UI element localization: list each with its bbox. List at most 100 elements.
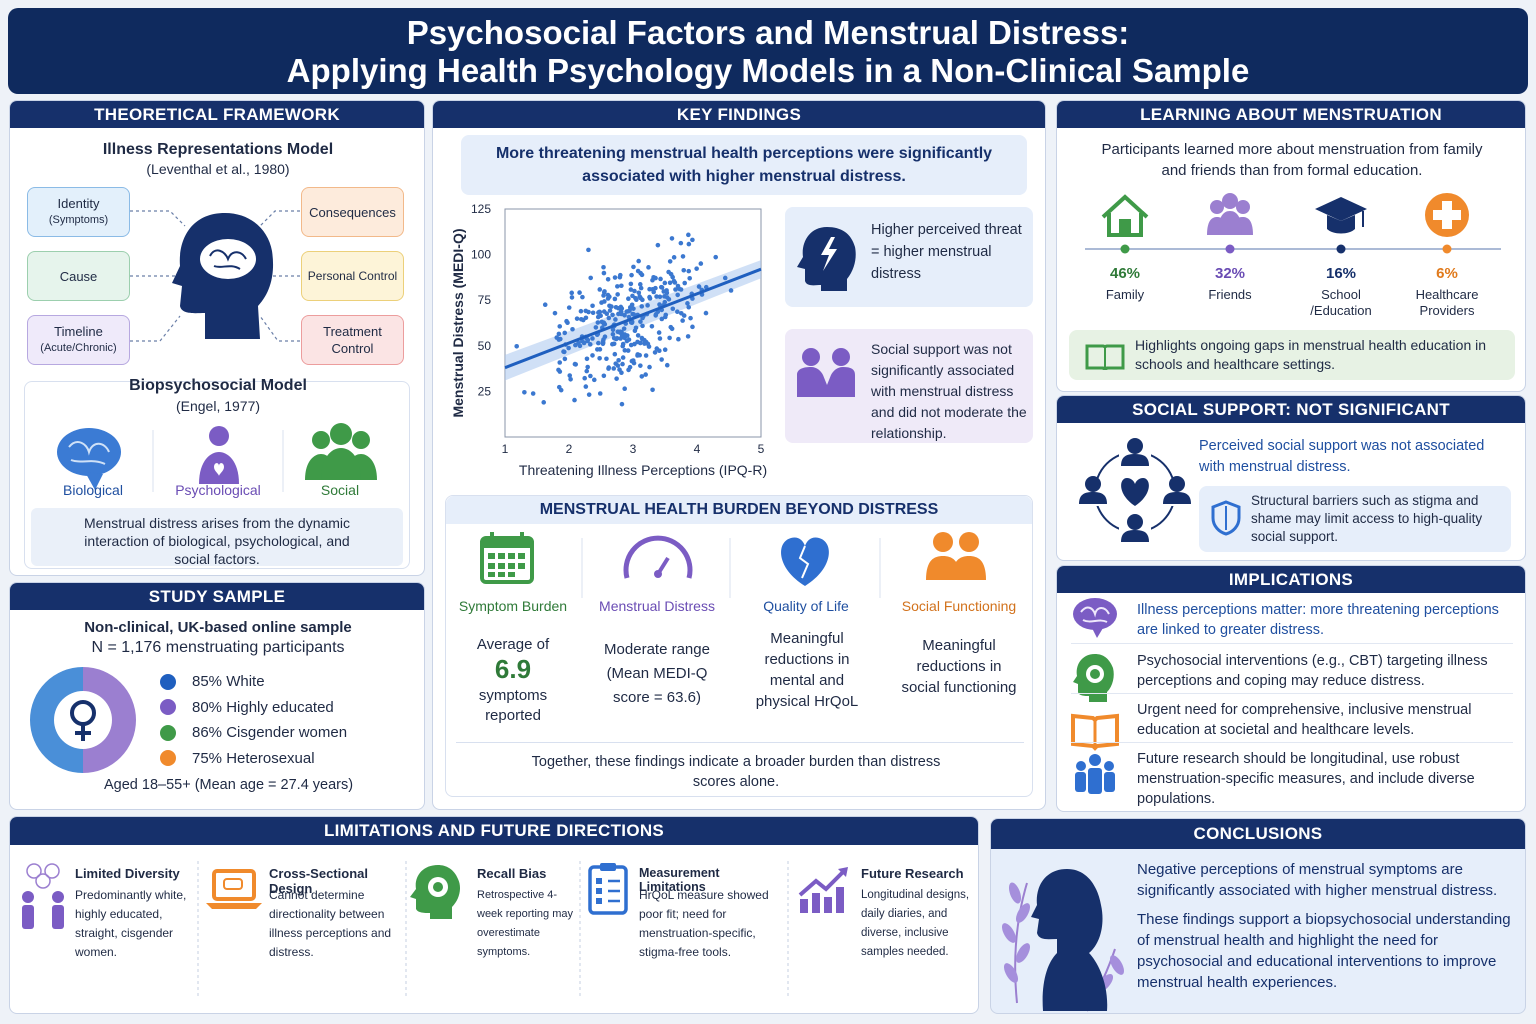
scatter-point (621, 326, 627, 331)
scatter-point (657, 336, 663, 341)
burden-symptom-value: 6.9 (494, 654, 532, 684)
learning-note: Highlights ongoing gaps in menstrual hea… (1069, 330, 1515, 380)
finding-card-threat: Higher perceived threat = higher menstru… (785, 207, 1033, 307)
scatter-point (629, 272, 634, 278)
scatter-point (591, 377, 597, 383)
implications-panel: IMPLICATIONS Illness perceptions matter:… (1056, 565, 1526, 812)
head-brain-icon (410, 865, 460, 919)
sample-line1: Non-clinical, UK-based online sample (84, 619, 352, 636)
scatter-point (647, 364, 652, 370)
scatter-point (685, 301, 690, 306)
scatter-point (664, 362, 670, 368)
scatter-point (673, 287, 678, 292)
scatter-point (662, 299, 668, 305)
scatter-point (618, 304, 624, 310)
scatter-point (614, 376, 619, 381)
scatter-point (646, 344, 652, 349)
support-text: Perceived social support was not associa… (1199, 438, 1485, 475)
sample-panel: STUDY SAMPLE Non-clinical, UK-based onli… (9, 582, 425, 810)
y-tick-label: 25 (478, 384, 492, 398)
scatter-point (572, 361, 578, 367)
scatter-point (658, 276, 663, 282)
scatter-point (628, 287, 634, 292)
scatter-point (582, 375, 587, 381)
title-line1: Psychosocial Factors and Menstrual Distr… (406, 14, 1130, 51)
scatter-point (566, 305, 572, 310)
scatter-point (573, 342, 578, 348)
scatter-point (562, 356, 568, 362)
implication-1: Illness perceptions matter: more threate… (1137, 602, 1499, 638)
scatter-point (623, 333, 628, 339)
scatter-point (680, 254, 686, 259)
irm-connectors (130, 210, 300, 342)
limitation-diversity-title: Limited Diversity (75, 866, 180, 881)
irm-cause: Cause (27, 251, 130, 301)
scatter-point (615, 284, 620, 289)
scatter-point (572, 397, 577, 403)
scatter-point (690, 237, 695, 243)
scatter-point (728, 288, 734, 293)
scatter-point (651, 289, 656, 295)
learning-panel: LEARNING ABOUT MENSTRUATION Participants… (1056, 100, 1526, 392)
scatter-point (667, 280, 673, 286)
legend-item: 86% Cisgender women (160, 720, 420, 746)
woman-profile-icon (1002, 869, 1124, 1012)
bps-box: Biopsychosocial Model (Engel, 1977) Biol… (24, 377, 410, 569)
scatter-point (632, 341, 637, 347)
scatter-point (626, 308, 631, 314)
limitation-diversity-text: Predominantly white, highly educated, st… (75, 888, 187, 959)
framework-panel: THEORETICAL FRAMEWORK Illness Representa… (9, 100, 425, 576)
scatter-point (619, 401, 625, 407)
laptop-chat-icon (206, 869, 262, 909)
scatter-point (615, 292, 620, 297)
scatter-point (655, 242, 661, 248)
trend-line (504, 267, 762, 370)
scatter-point (556, 331, 562, 337)
learning-healthcare-pct: 6% (1436, 265, 1458, 282)
scatter-point (640, 337, 645, 342)
limitation-recall-title: Recall Bias (477, 866, 547, 881)
scatter-point (678, 240, 684, 246)
limitation-design-text: Cannot determine directionality between … (269, 888, 392, 959)
scatter-point (601, 264, 606, 270)
scatter-point (664, 290, 670, 296)
scatter-point (610, 327, 616, 333)
scatter-point (604, 356, 609, 362)
scatter-point (584, 368, 590, 374)
scatter-point (658, 284, 664, 290)
findings-panel: KEY FINDINGS More threatening menstrual … (432, 100, 1046, 810)
irm-consequences: Consequences (301, 187, 404, 237)
scatter-point (659, 316, 665, 322)
limitations-header: LIMITATIONS AND FUTURE DIRECTIONS (10, 817, 978, 845)
irm-timeline: Timeline(Acute/Chronic) (27, 315, 130, 365)
scatter-point (552, 310, 558, 316)
scatter-point (633, 325, 639, 331)
shield-icon (1211, 500, 1241, 536)
scatter-point (583, 308, 589, 314)
scatter-point (618, 272, 623, 278)
bps-social-label: Social (320, 482, 360, 498)
burden-distress-title: Menstrual Distress (599, 598, 715, 614)
title-banner: Psychosocial Factors and Menstrual Distr… (8, 8, 1528, 94)
scatter-point (703, 310, 709, 316)
calendar-icon (480, 532, 534, 584)
scatter-point (637, 282, 643, 287)
limitation-measurement-text: HrQoL measure showed poor fit; need for … (639, 888, 769, 959)
scatter-point (687, 275, 692, 281)
scatter-point (663, 312, 669, 318)
conclusions-header: CONCLUSIONS (991, 819, 1525, 849)
scatter-point (597, 355, 602, 361)
scatter-point (597, 391, 603, 396)
head-brain-icon (1073, 654, 1114, 702)
scatter-point (624, 338, 630, 344)
scatter-point (681, 313, 687, 318)
framework-header: THEORETICAL FRAMEWORK (10, 101, 424, 128)
scatter-point (611, 341, 617, 347)
scatter-point (670, 306, 676, 312)
friends-icon (1207, 193, 1253, 235)
scatter-point (590, 310, 596, 316)
scatter-point (569, 290, 575, 296)
sample-header: STUDY SAMPLE (10, 583, 424, 610)
scatter-point (570, 326, 575, 332)
